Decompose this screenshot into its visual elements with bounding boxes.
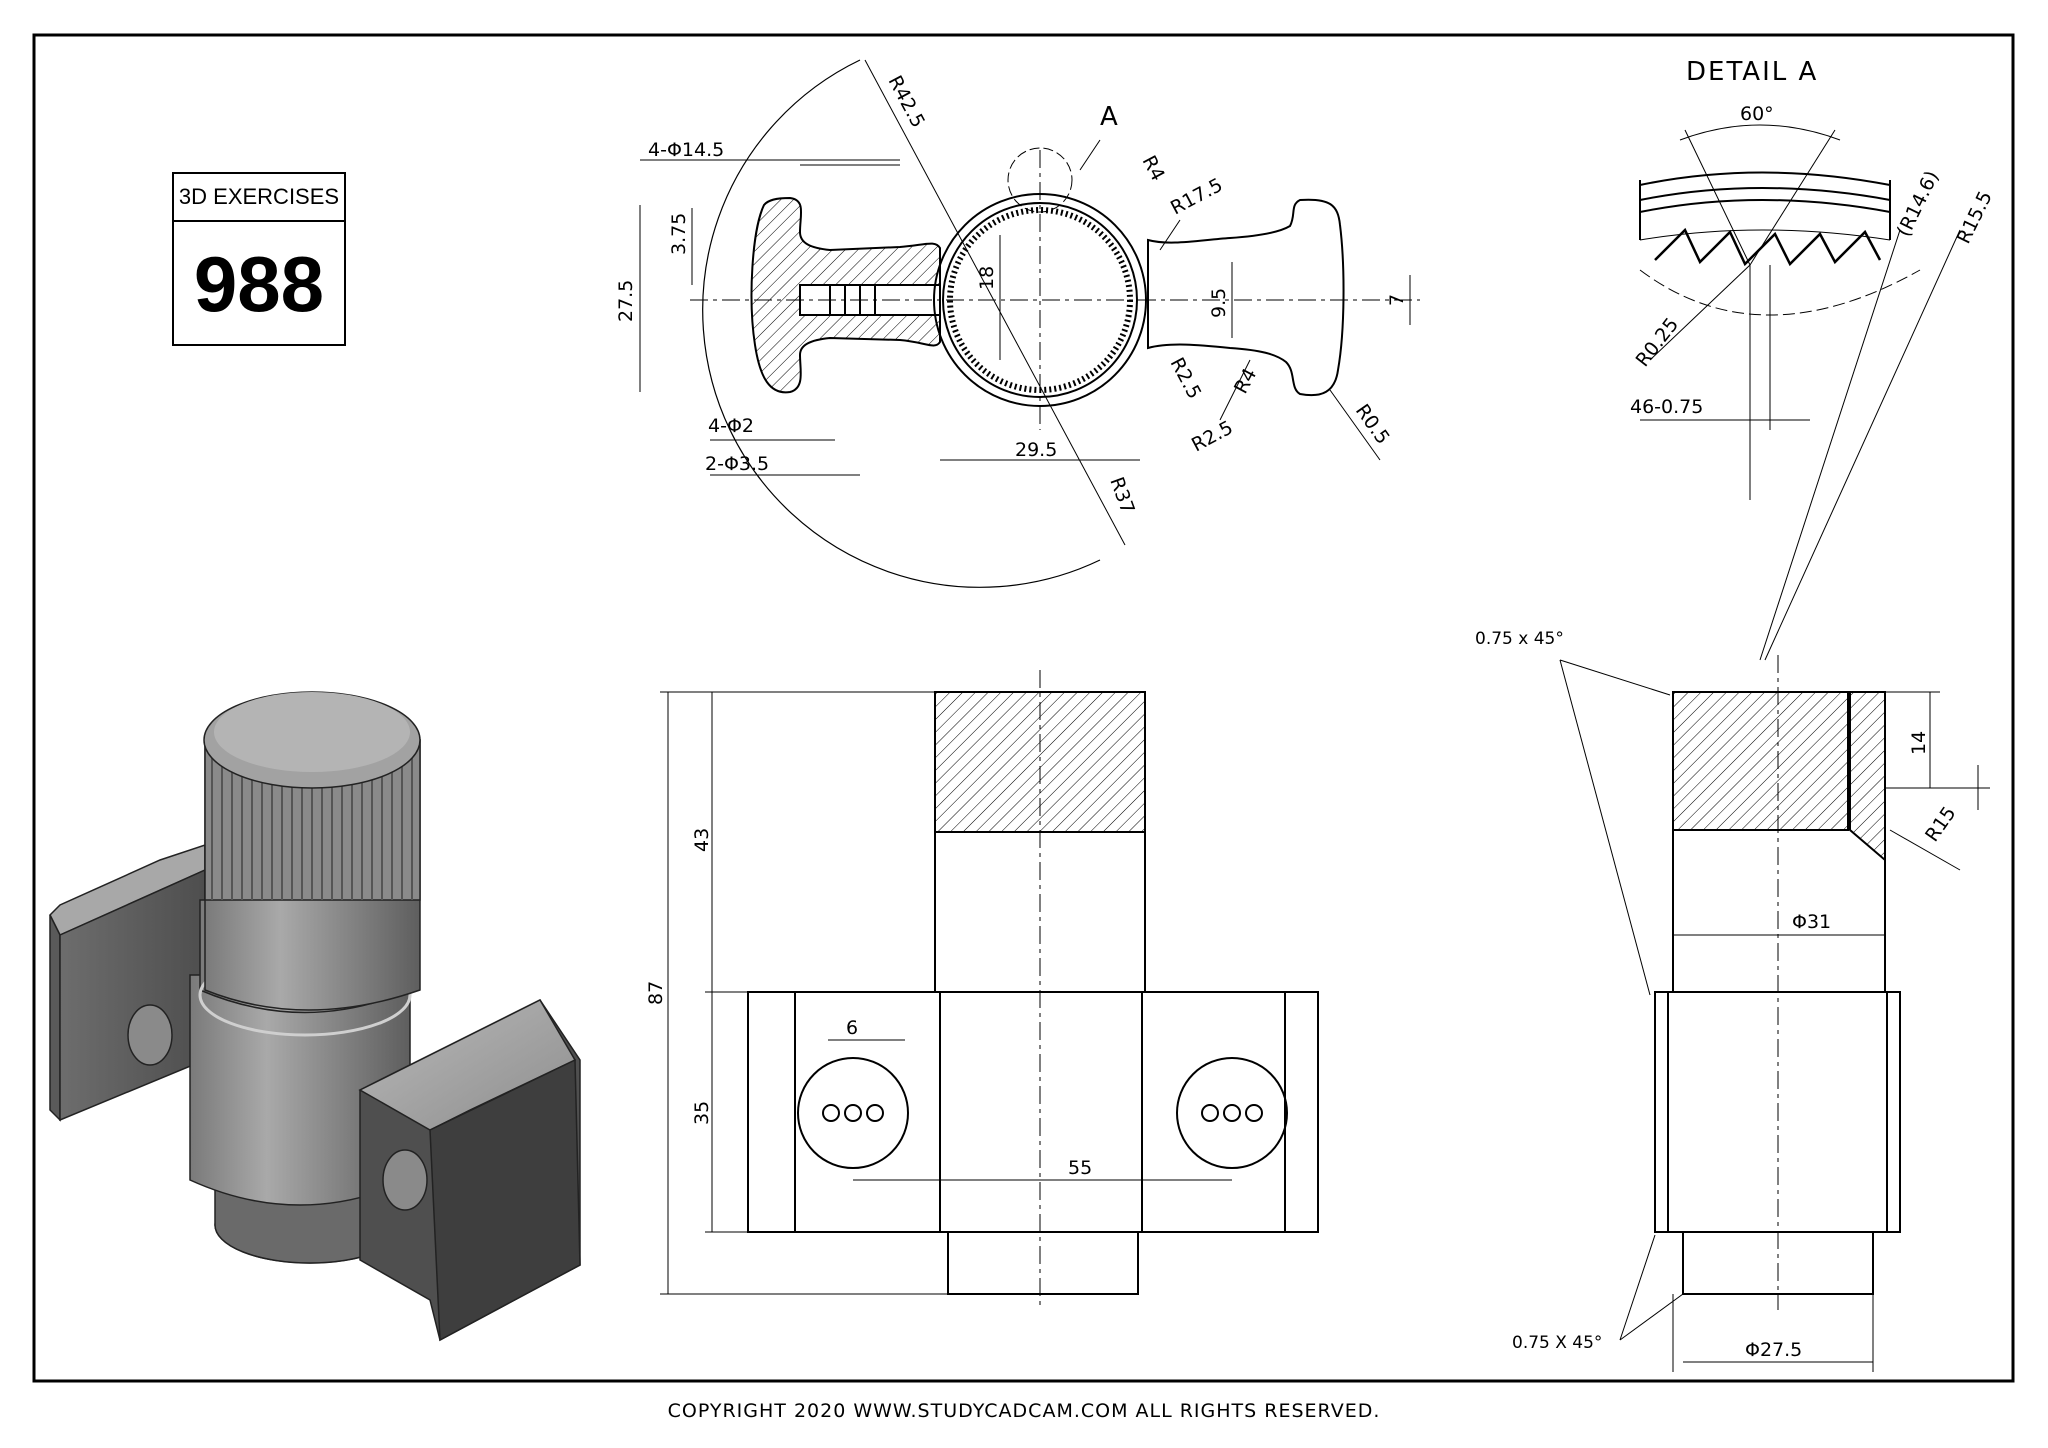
dim-h87: 87 xyxy=(645,981,667,1005)
dim-r0-5: R0.5 xyxy=(1351,400,1394,448)
front-hole-left xyxy=(797,1057,909,1169)
front-view xyxy=(660,670,1319,1310)
dim-h43: 43 xyxy=(691,828,713,852)
detail-outer-arc xyxy=(1639,171,1891,186)
dim-holes-14-5: 4-Φ14.5 xyxy=(648,139,724,161)
dim-chamfer-top: 0.75 x 45° xyxy=(1475,629,1564,649)
dim-r37: R37 xyxy=(1105,474,1138,517)
dim-w55: 55 xyxy=(1068,1157,1092,1179)
dim-r4-top: R4 xyxy=(1138,152,1169,185)
dim-d7: 7 xyxy=(1386,294,1408,306)
dim-r14-6: (R14.6) xyxy=(1893,167,1944,240)
detail-a-view xyxy=(1639,124,1961,661)
dim-h14: 14 xyxy=(1908,731,1930,755)
dim-w6: 6 xyxy=(846,1017,858,1039)
isometric-model xyxy=(49,691,581,1342)
dim-d31: Φ31 xyxy=(1792,911,1831,933)
exercise-label-box: 3D EXERCISES 988 xyxy=(172,172,346,346)
detail-title: DETAIL A xyxy=(1686,57,1818,87)
dim-w29-5: 29.5 xyxy=(1015,439,1057,461)
dim-holes-3-5: 2-Φ3.5 xyxy=(705,453,769,475)
right-flange xyxy=(1147,198,1345,397)
dim-r0-25: R0.25 xyxy=(1632,314,1684,371)
detail-angle-arc xyxy=(1679,124,1841,141)
dim-r15: R15 xyxy=(1921,803,1960,846)
dim-d9-5: 9.5 xyxy=(1208,288,1230,318)
front-hole-right xyxy=(1176,1057,1288,1169)
dim-teeth: 46-0.75 xyxy=(1630,396,1703,418)
dim-d27-5: Φ27.5 xyxy=(1745,1339,1802,1361)
dim-height-27-5: 27.5 xyxy=(615,280,637,322)
dim-r17-5: R17.5 xyxy=(1167,174,1226,219)
exercise-number: 988 xyxy=(193,239,325,328)
dim-angle-60: 60° xyxy=(1740,103,1774,125)
dim-height-3-75: 3.75 xyxy=(668,213,690,255)
detail-marker-circle xyxy=(1007,147,1073,213)
dim-chamfer-bottom: 0.75 X 45° xyxy=(1512,1333,1602,1353)
front-body xyxy=(747,991,1319,1233)
detail-marker: A xyxy=(1100,102,1118,132)
front-boss xyxy=(947,1231,1139,1295)
dim-r15-5: R15.5 xyxy=(1953,188,1997,248)
dim-holes-2: 4-Φ2 xyxy=(708,415,754,437)
dim-r2-5-a: R2.5 xyxy=(1166,354,1206,403)
side-view xyxy=(1559,655,1990,1372)
arc-r42-5 xyxy=(702,59,1101,588)
dim-r2-5-b: R2.5 xyxy=(1188,417,1237,457)
copyright-text: COPYRIGHT 2020 WWW.STUDYCADCAM.COM ALL R… xyxy=(667,1400,1381,1422)
top-section-view xyxy=(639,59,1420,588)
side-knurl xyxy=(1672,691,1849,831)
dim-r42-5: R42.5 xyxy=(884,72,929,131)
exercise-header: 3D EXERCISES xyxy=(174,174,344,222)
detail-teeth xyxy=(1654,227,1882,267)
dim-h35: 35 xyxy=(691,1101,713,1125)
dim-r4-bottom: R4 xyxy=(1230,365,1261,398)
dim-d18: 18 xyxy=(976,266,998,290)
sheet-border xyxy=(32,33,2015,1383)
